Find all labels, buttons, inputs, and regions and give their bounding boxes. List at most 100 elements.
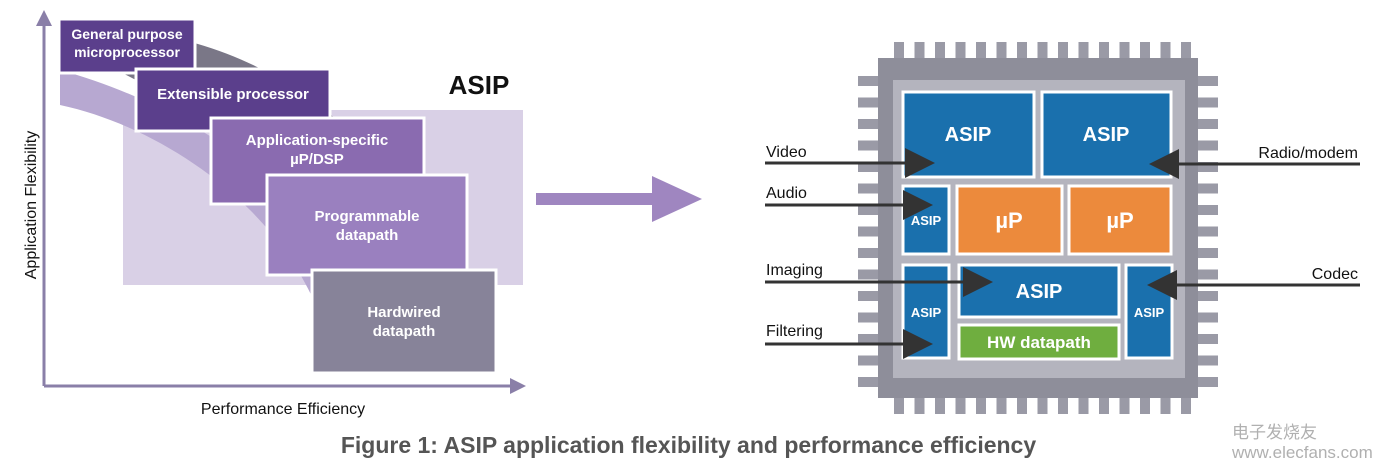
chip-pin: [858, 76, 880, 86]
chip-pins-bottom: [894, 396, 1191, 414]
chip-pin: [1181, 396, 1191, 414]
chip-pin: [1099, 396, 1109, 414]
chip-pin: [1196, 312, 1218, 323]
chip-pin: [1196, 76, 1218, 86]
chip-pin: [1196, 248, 1218, 258]
block-hw-datapath: HW datapath: [957, 323, 1121, 361]
svg-text:Programmable: Programmable: [314, 208, 419, 225]
chip-pin: [858, 119, 880, 129]
svg-text:ASIP: ASIP: [945, 124, 992, 146]
chip-pin: [976, 396, 986, 414]
svg-text:microprocessor: microprocessor: [74, 44, 180, 60]
svg-text:Hardwired: Hardwired: [367, 304, 440, 321]
chip-pin: [1196, 119, 1218, 129]
svg-text:µP/DSP: µP/DSP: [290, 151, 344, 168]
chip-pin: [1196, 226, 1218, 237]
x-axis-arrow: [510, 378, 526, 394]
box-programmable-datapath: Programmable datapath: [265, 173, 469, 277]
chip-pin: [1196, 355, 1218, 366]
chip-pins-top: [894, 42, 1191, 60]
chip-pin: [1140, 396, 1150, 414]
svg-text:datapath: datapath: [336, 227, 399, 244]
flexibility-chart: Application Flexibility Performance Effi…: [23, 10, 526, 418]
chip-pin: [1196, 97, 1218, 108]
chip-pin: [858, 248, 880, 258]
chip-pin: [996, 396, 1007, 414]
y-axis-label: Application Flexibility: [23, 131, 40, 280]
chip-pin: [858, 162, 880, 172]
y-axis-arrow: [36, 10, 52, 26]
svg-text:Application-specific: Application-specific: [246, 132, 389, 149]
label-filtering: Filtering: [766, 323, 823, 340]
block-up-2: µP: [1067, 184, 1173, 256]
chip-pin: [1196, 334, 1218, 344]
chip-pin: [1196, 162, 1218, 172]
svg-text:ASIP: ASIP: [1134, 305, 1165, 320]
chip-pin: [1196, 140, 1218, 151]
chip-pins-left: [858, 76, 880, 387]
chip-pin: [1181, 42, 1191, 60]
figure-caption: Figure 1: ASIP application flexibility a…: [340, 432, 1037, 458]
chip-pin: [894, 42, 904, 60]
chip: ASIP ASIP ASIP µP µP ASIP ASIP ASIP: [765, 42, 1360, 414]
chip-pin: [858, 97, 880, 108]
chip-pin: [935, 42, 945, 60]
chip-pin: [1017, 396, 1027, 414]
signal-arrows: [765, 148, 1360, 359]
chip-pin: [1196, 183, 1218, 194]
chip-pin: [894, 396, 904, 414]
label-imaging: Imaging: [766, 262, 823, 279]
chip-pin: [1140, 42, 1150, 60]
chip-pin: [1160, 396, 1171, 414]
chip-pin: [858, 140, 880, 151]
chip-pin: [1078, 42, 1089, 60]
block-asip-small-left: ASIP: [901, 184, 951, 256]
label-radio-modem: Radio/modem: [1258, 145, 1358, 162]
chip-pin: [858, 269, 880, 280]
chip-pin: [955, 396, 966, 414]
chip-pin: [1058, 42, 1068, 60]
chip-pin: [858, 183, 880, 194]
svg-text:ASIP: ASIP: [911, 305, 942, 320]
chip-pin: [858, 377, 880, 387]
chip-pin: [955, 42, 966, 60]
label-video: Video: [766, 144, 807, 161]
chip-pin: [1160, 42, 1171, 60]
chip-pin: [858, 291, 880, 301]
chip-pin: [1196, 269, 1218, 280]
chip-pin: [1119, 396, 1130, 414]
chip-pin: [1119, 42, 1130, 60]
svg-text:Extensible processor: Extensible processor: [157, 86, 309, 103]
chip-pin: [858, 312, 880, 323]
svg-text:ASIP: ASIP: [1083, 124, 1130, 146]
chip-pin: [1196, 205, 1218, 215]
svg-text:ASIP: ASIP: [911, 213, 942, 228]
x-axis-label: Performance Efficiency: [201, 401, 365, 418]
svg-text:datapath: datapath: [373, 323, 436, 340]
asip-diagram: Application Flexibility Performance Effi…: [23, 10, 1360, 418]
chip-pin: [858, 334, 880, 344]
chip-pin: [1099, 42, 1109, 60]
chip-pin: [1196, 291, 1218, 301]
chip-pin: [858, 226, 880, 237]
chip-pin: [1078, 396, 1089, 414]
chip-pin: [1058, 396, 1068, 414]
chip-pin: [858, 205, 880, 215]
box-hardwired-datapath: Hardwired datapath: [310, 268, 498, 375]
block-up-1: µP: [955, 184, 1064, 256]
label-codec: Codec: [1312, 266, 1358, 283]
label-audio: Audio: [766, 185, 807, 202]
chip-pin: [976, 42, 986, 60]
svg-text:µP: µP: [995, 208, 1022, 233]
chip-pin: [1017, 42, 1027, 60]
chip-pins-right: [1196, 76, 1218, 387]
asip-title: ASIP: [449, 70, 510, 100]
block-asip-mid: ASIP: [957, 263, 1121, 319]
box-general-purpose: General purpose microprocessor: [57, 17, 197, 75]
chip-pin: [858, 355, 880, 366]
chip-pin: [996, 42, 1007, 60]
block-asip-top-right: ASIP: [1040, 90, 1173, 179]
chip-pin: [1196, 377, 1218, 387]
svg-text:ASIP: ASIP: [1016, 281, 1063, 303]
chip-pin: [1037, 42, 1048, 60]
